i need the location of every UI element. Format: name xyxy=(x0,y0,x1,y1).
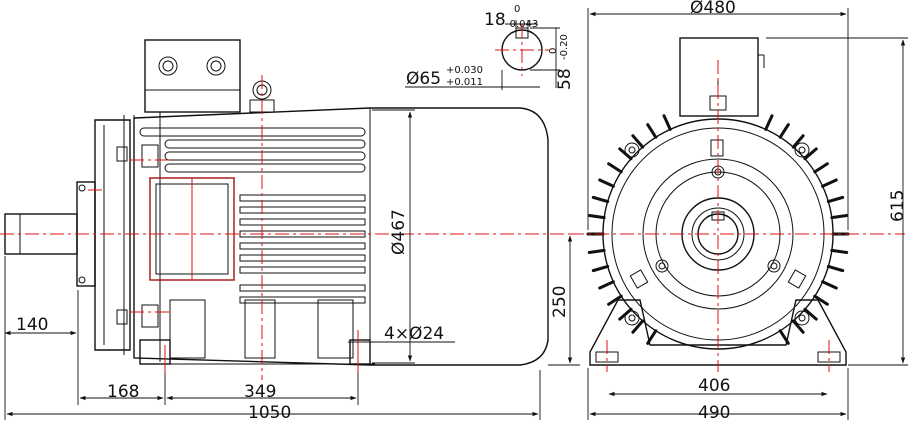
bearing-circle xyxy=(681,197,755,271)
dim-shaft-diameter: Ø65 xyxy=(406,69,441,89)
dim-body-diameter: Ø467 xyxy=(389,209,409,255)
dim-overall-height: 615 xyxy=(888,190,908,222)
cooling-fin xyxy=(830,213,849,220)
dim-key-width: 18 xyxy=(484,10,506,30)
cooling-fin xyxy=(591,264,610,273)
cooling-fin xyxy=(598,178,615,188)
cooling-fin xyxy=(662,114,672,131)
motor-feet xyxy=(139,299,375,365)
cooling-fin xyxy=(607,162,623,174)
dim-foot-hole-spacing-side: 349 xyxy=(244,382,276,402)
end-shield-circle xyxy=(642,158,794,310)
dim-shaft-dia-tol-upper: +0.030 xyxy=(446,65,483,76)
front-dimensions xyxy=(587,8,908,420)
dim-key-width-tol-upper: 0 xyxy=(514,4,520,15)
dim-foot-holes: 4×Ø24 xyxy=(384,324,444,344)
front-terminal-box xyxy=(679,37,759,117)
cooling-fin xyxy=(813,294,829,306)
front-view xyxy=(570,37,905,372)
dim-overall-length: 1050 xyxy=(248,403,291,423)
shaft xyxy=(4,213,78,255)
cooling-fin xyxy=(821,280,838,290)
front-cooling-fins xyxy=(586,114,850,345)
side-view xyxy=(0,39,570,380)
dim-foot-width: 490 xyxy=(698,403,730,423)
dim-overall-width: Ø480 xyxy=(690,0,736,18)
dim-foot-hole-spacing-front: 406 xyxy=(698,376,730,396)
dim-key-depth-tol-lower: -0.20 xyxy=(559,34,570,60)
cooling-fin xyxy=(587,248,606,255)
dim-key-width-tol-lower: -0.043 xyxy=(506,19,538,30)
cooling-fin xyxy=(646,123,658,139)
dim-key-depth-tol-upper: 0 xyxy=(548,48,559,54)
cooling-fin xyxy=(631,134,645,149)
dim-shaft-extension: 140 xyxy=(16,315,48,335)
cooling-fin xyxy=(618,307,633,321)
cooling-fin xyxy=(830,248,849,255)
dim-shaft-height: 250 xyxy=(550,286,570,318)
cooling-fin xyxy=(631,319,645,334)
cooling-fin xyxy=(618,147,633,161)
side-dimensions xyxy=(4,109,580,420)
cooling-fin xyxy=(821,178,838,188)
end-shield-bolts xyxy=(624,142,810,326)
cooling-fin xyxy=(607,294,623,306)
cooling-fins xyxy=(139,127,366,304)
end-shield xyxy=(94,119,131,351)
cooling-fin xyxy=(803,307,818,321)
cooling-fin xyxy=(826,264,845,273)
terminal-box xyxy=(144,39,241,113)
cooling-fin xyxy=(791,319,805,334)
motor-frame xyxy=(133,107,549,366)
cooling-fin xyxy=(803,147,818,161)
cooling-fin xyxy=(587,213,606,220)
dim-shaft-dia-tol-lower: +0.011 xyxy=(446,77,483,88)
cooling-fin xyxy=(598,280,615,290)
dim-key-depth: 58 xyxy=(555,68,575,90)
dim-foot-to-shaft: 168 xyxy=(107,382,139,402)
cooling-fin xyxy=(764,114,774,131)
cooling-fin xyxy=(778,123,790,139)
cooling-fin xyxy=(591,195,610,204)
cooling-fin xyxy=(791,134,805,149)
shaft-key-detail xyxy=(405,20,560,90)
cooling-fin xyxy=(813,162,829,174)
cooling-fin xyxy=(826,195,845,204)
